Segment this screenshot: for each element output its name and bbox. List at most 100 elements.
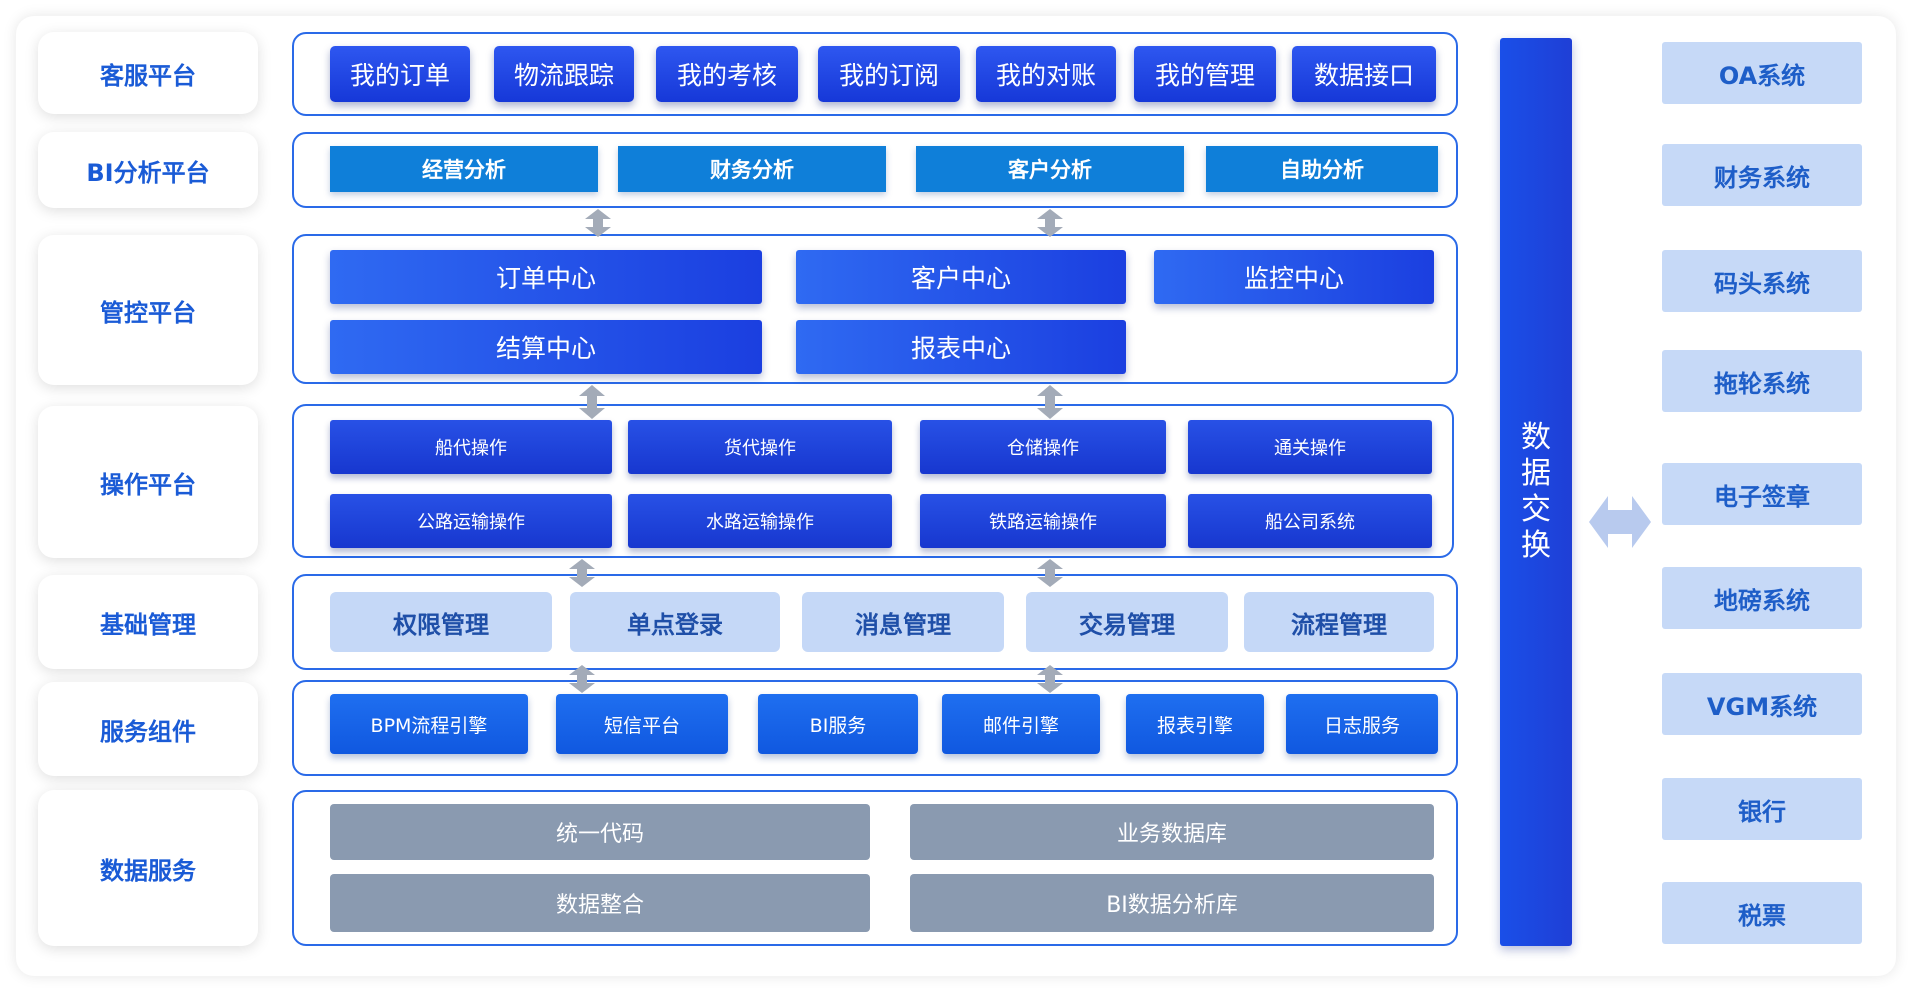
- system-label: 财务系统: [1714, 163, 1810, 192]
- module-label: 监控中心: [1243, 264, 1344, 293]
- double-arrow-icon: [579, 385, 605, 419]
- module-process-management: 流程管理: [1244, 592, 1434, 652]
- module-label: 订单中心: [495, 264, 596, 293]
- module-label: 消息管理: [855, 610, 951, 639]
- system-label: 地磅系统: [1714, 586, 1810, 615]
- module-customer-analysis: 客户分析: [916, 146, 1184, 192]
- module-label: 船公司系统: [1265, 512, 1355, 533]
- module-label: 统一代码: [555, 822, 644, 847]
- system-label: 电子签章: [1714, 482, 1810, 511]
- module-label: 物流跟踪: [513, 61, 614, 90]
- module-bi-analytics-database: BI数据分析库: [910, 874, 1434, 932]
- system-tax-invoice: 税票: [1662, 882, 1862, 944]
- double-arrow-icon: [569, 559, 595, 587]
- module-label: 短信平台: [603, 714, 680, 737]
- module-my-orders: 我的订单: [330, 46, 470, 102]
- layer-label-control: 管控平台: [38, 235, 258, 385]
- module-label: 水路运输操作: [706, 512, 814, 533]
- module-customs-ops: 通关操作: [1188, 420, 1432, 474]
- module-log-service: 日志服务: [1286, 694, 1438, 754]
- module-freight-forwarding-ops: 货代操作: [628, 420, 892, 474]
- module-label: 客户中心: [910, 264, 1011, 293]
- module-my-subscriptions: 我的订阅: [818, 46, 960, 102]
- module-label: 客户分析: [1008, 158, 1092, 182]
- system-finance: 财务系统: [1662, 144, 1862, 206]
- double-arrow-icon: [569, 665, 595, 693]
- layer-label-service-components: 服务组件: [38, 682, 258, 776]
- layer-label-customer-service: 客服平台: [38, 32, 258, 114]
- module-customer-center: 客户中心: [796, 250, 1126, 304]
- layer-bi: 经营分析 财务分析 客户分析 自助分析: [292, 132, 1458, 208]
- double-arrow-icon: [585, 209, 611, 237]
- module-logistics-tracking: 物流跟踪: [494, 46, 634, 102]
- layer-operation: 船代操作 货代操作 仓储操作 通关操作 公路运输操作 水路运输操作 铁路运输操作…: [292, 404, 1454, 558]
- module-bi-service: BI服务: [758, 694, 918, 754]
- module-rail-transport-ops: 铁路运输操作: [920, 494, 1166, 548]
- module-waterway-transport-ops: 水路运输操作: [628, 494, 892, 548]
- layer-label-base-management: 基础管理: [38, 575, 258, 669]
- module-label: 数据整合: [555, 893, 644, 918]
- module-label: 铁路运输操作: [989, 512, 1097, 533]
- module-label: 我的订单: [349, 61, 450, 90]
- layer-label-text: 客服平台: [100, 61, 196, 90]
- data-exchange-bar: 数据交换: [1500, 38, 1572, 946]
- module-label: 报表中心: [910, 334, 1011, 363]
- module-label: 公路运输操作: [417, 512, 525, 533]
- module-label: 权限管理: [393, 610, 489, 639]
- layer-label-bi: BI分析平台: [38, 132, 258, 208]
- module-label: 流程管理: [1291, 610, 1387, 639]
- module-my-assessment: 我的考核: [656, 46, 798, 102]
- module-label: 数据接口: [1313, 61, 1414, 90]
- module-my-management: 我的管理: [1134, 46, 1276, 102]
- module-unified-code: 统一代码: [330, 804, 870, 860]
- module-monitoring-center: 监控中心: [1154, 250, 1434, 304]
- module-business-analysis: 经营分析: [330, 146, 598, 192]
- module-road-transport-ops: 公路运输操作: [330, 494, 612, 548]
- module-label: 报表引擎: [1156, 714, 1233, 737]
- double-arrow-icon: [1037, 385, 1063, 419]
- module-transaction-management: 交易管理: [1026, 592, 1228, 652]
- module-settlement-center: 结算中心: [330, 320, 762, 374]
- module-report-engine: 报表引擎: [1126, 694, 1264, 754]
- double-arrow-icon: [1037, 665, 1063, 693]
- system-label: OA系统: [1718, 61, 1806, 90]
- module-label: 业务数据库: [1116, 822, 1227, 847]
- module-label: 我的管理: [1154, 61, 1255, 90]
- module-label: 我的订阅: [838, 61, 939, 90]
- layer-label-text: 服务组件: [100, 717, 196, 746]
- module-shipping-line-system: 船公司系统: [1188, 494, 1432, 548]
- system-tugboat: 拖轮系统: [1662, 350, 1862, 412]
- module-label: 结算中心: [495, 334, 596, 363]
- module-label: 单点登录: [627, 610, 723, 639]
- system-label: 银行: [1738, 797, 1786, 826]
- module-self-service-analysis: 自助分析: [1206, 146, 1438, 192]
- layer-label-text: BI分析平台: [86, 158, 210, 187]
- module-bpm-engine: BPM流程引擎: [330, 694, 528, 754]
- module-label: 货代操作: [724, 438, 796, 459]
- module-single-sign-on: 单点登录: [570, 592, 780, 652]
- module-label: 我的对账: [995, 61, 1096, 90]
- module-business-database: 业务数据库: [910, 804, 1434, 860]
- module-order-center: 订单中心: [330, 250, 762, 304]
- layer-label-text: 管控平台: [100, 298, 196, 327]
- double-arrow-icon: [1037, 209, 1063, 237]
- module-label: 船代操作: [435, 438, 507, 459]
- module-permission-management: 权限管理: [330, 592, 552, 652]
- module-report-center: 报表中心: [796, 320, 1126, 374]
- module-label: 自助分析: [1280, 158, 1364, 182]
- module-label: 邮件引擎: [982, 714, 1059, 737]
- data-exchange-label: 数据交换: [1521, 420, 1551, 563]
- module-label: BI服务: [809, 714, 867, 737]
- system-bank: 银行: [1662, 778, 1862, 840]
- double-arrow-icon: [1037, 559, 1063, 587]
- system-label: 码头系统: [1714, 269, 1810, 298]
- layer-control: 订单中心 客户中心 监控中心 结算中心 报表中心: [292, 234, 1458, 384]
- system-vgm: VGM系统: [1662, 673, 1862, 735]
- layer-label-text: 基础管理: [100, 610, 196, 639]
- module-label: 交易管理: [1079, 610, 1175, 639]
- system-oa: OA系统: [1662, 42, 1862, 104]
- module-label: 仓储操作: [1007, 438, 1079, 459]
- module-data-interface: 数据接口: [1292, 46, 1436, 102]
- layer-label-text: 数据服务: [100, 856, 196, 885]
